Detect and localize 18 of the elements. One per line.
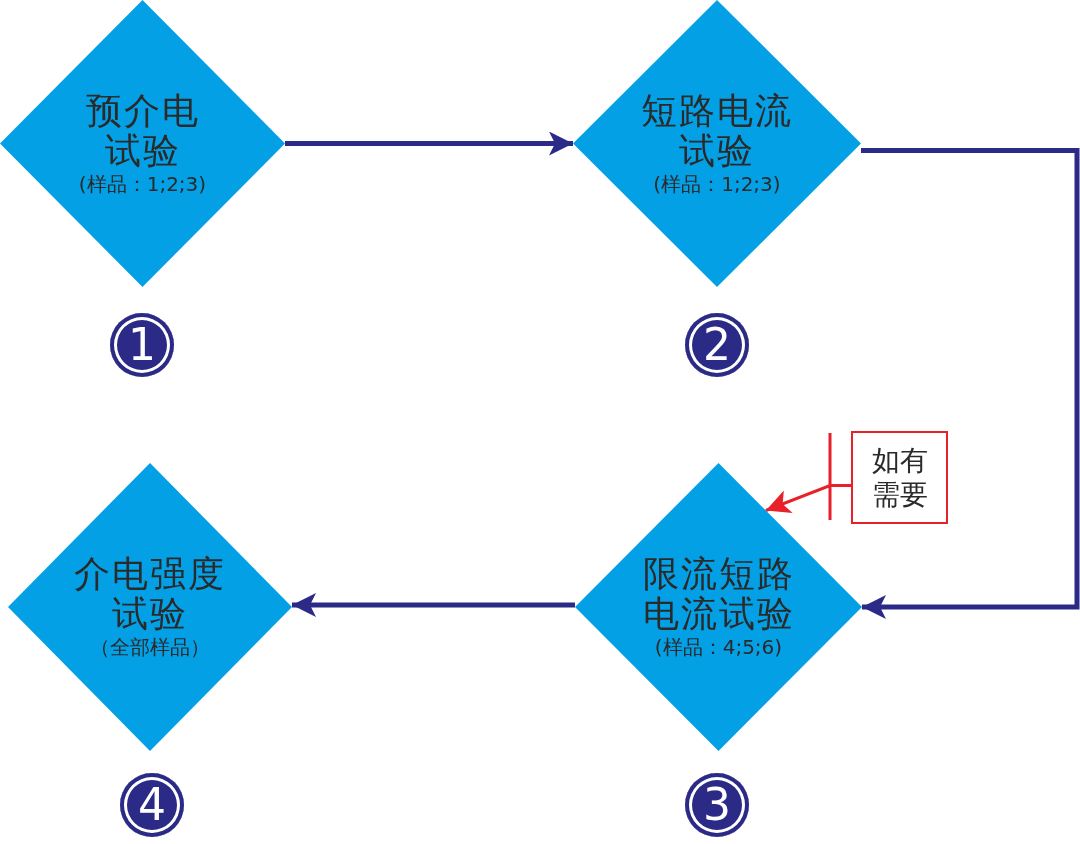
step-number: 2 [685, 313, 749, 377]
step-number: 3 [685, 773, 749, 837]
sample-note: (样品：1;2;3) [78, 170, 207, 197]
callout-text: 如有需要 [870, 443, 929, 512]
callout-box [851, 431, 948, 524]
arrow [285, 131, 573, 156]
arrow [292, 593, 575, 617]
sample-note: (样品：4;5;6) [654, 634, 783, 660]
step-title: 短路电流试验 [640, 90, 794, 171]
step-number: 1 [110, 313, 174, 377]
step-title: 预介电试验 [84, 90, 201, 171]
step-title: 限流短路电流试验 [641, 554, 796, 634]
step-title: 介电强度试验 [73, 554, 227, 634]
arrow [764, 431, 853, 522]
step-number: 4 [120, 773, 184, 837]
sample-note: （全部样品） [90, 634, 210, 660]
sample-note: (样品：1;2;3) [653, 170, 781, 197]
arrow [861, 148, 1080, 619]
